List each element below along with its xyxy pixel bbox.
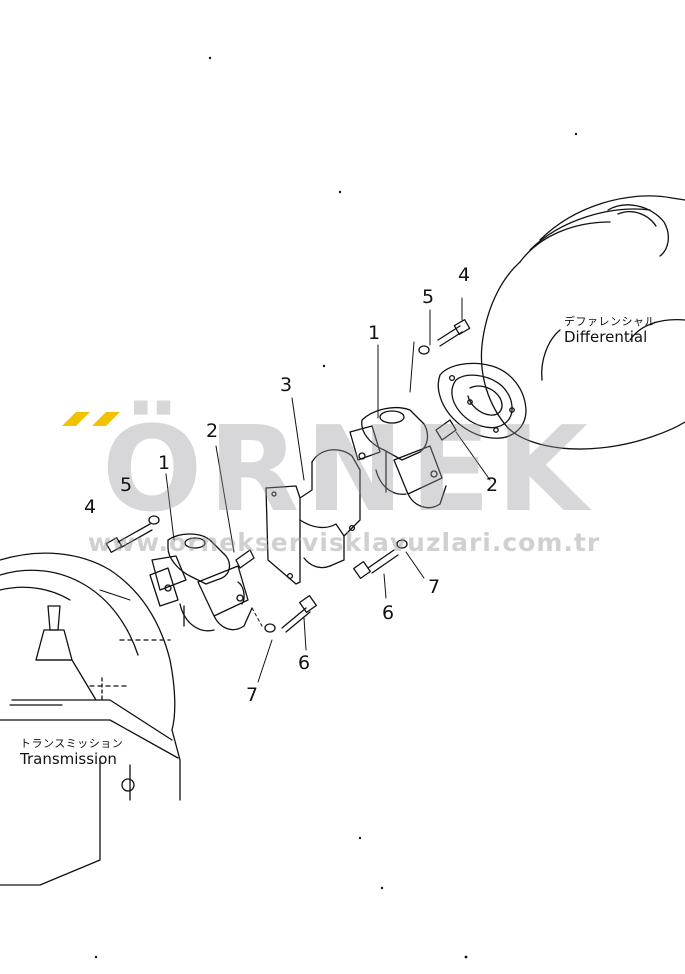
label-part-1-right: 1 <box>368 322 381 344</box>
differential-caption-jp: デファレンシャル <box>564 315 656 328</box>
transmission-caption: トランスミッション Transmission <box>20 737 124 768</box>
label-part-4-right: 4 <box>458 264 471 286</box>
differential-housing <box>437 195 685 450</box>
label-part-5-left: 5 <box>120 474 133 496</box>
label-part-7-left: 7 <box>246 684 259 706</box>
center-bracket <box>265 449 361 585</box>
leader-lines <box>99 297 491 683</box>
right-cross-joint <box>349 406 447 509</box>
scan-specks <box>94 56 578 959</box>
label-part-6-right: 6 <box>382 602 395 624</box>
left-cross-joint <box>149 533 253 632</box>
differential-caption: デファレンシャル Differential <box>564 315 656 346</box>
transmission-housing <box>0 552 181 886</box>
label-part-2-right: 2 <box>486 474 499 496</box>
fasteners <box>105 319 471 633</box>
label-part-5-right: 5 <box>422 286 435 308</box>
label-part-3: 3 <box>280 374 293 396</box>
label-part-1-left: 1 <box>158 452 171 474</box>
label-part-6-left: 6 <box>298 652 311 674</box>
transmission-caption-en: Transmission <box>20 749 117 768</box>
label-part-4-left: 4 <box>84 496 97 518</box>
label-part-7-right: 7 <box>428 576 441 598</box>
transmission-caption-jp: トランスミッション <box>20 737 124 750</box>
label-part-2-left: 2 <box>206 420 219 442</box>
differential-caption-en: Differential <box>564 327 648 346</box>
